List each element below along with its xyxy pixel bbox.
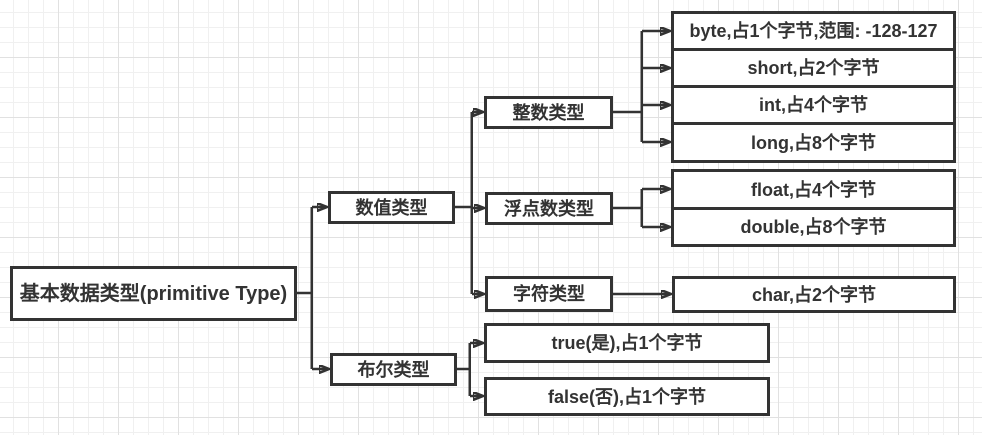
node-floating-type[interactable]: 浮点数类型 bbox=[485, 192, 613, 225]
node-int[interactable]: int,占4个字节 bbox=[671, 85, 956, 125]
node-false[interactable]: false(否),占1个字节 bbox=[484, 377, 770, 416]
node-primitive-type-root[interactable]: 基本数据类型(primitive Type) bbox=[10, 266, 297, 321]
node-character-type[interactable]: 字符类型 bbox=[485, 276, 613, 312]
node-boolean-type[interactable]: 布尔类型 bbox=[330, 353, 457, 386]
node-short[interactable]: short,占2个字节 bbox=[671, 48, 956, 88]
node-true[interactable]: true(是),占1个字节 bbox=[484, 323, 770, 363]
node-double[interactable]: double,占8个字节 bbox=[671, 207, 956, 247]
node-integer-type[interactable]: 整数类型 bbox=[484, 96, 613, 129]
node-char[interactable]: char,占2个字节 bbox=[672, 276, 956, 313]
node-float[interactable]: float,占4个字节 bbox=[671, 169, 956, 210]
node-long[interactable]: long,占8个字节 bbox=[671, 122, 956, 163]
node-numeric-type[interactable]: 数值类型 bbox=[328, 191, 455, 224]
node-byte[interactable]: byte,占1个字节,范围: -128-127 bbox=[671, 11, 956, 51]
